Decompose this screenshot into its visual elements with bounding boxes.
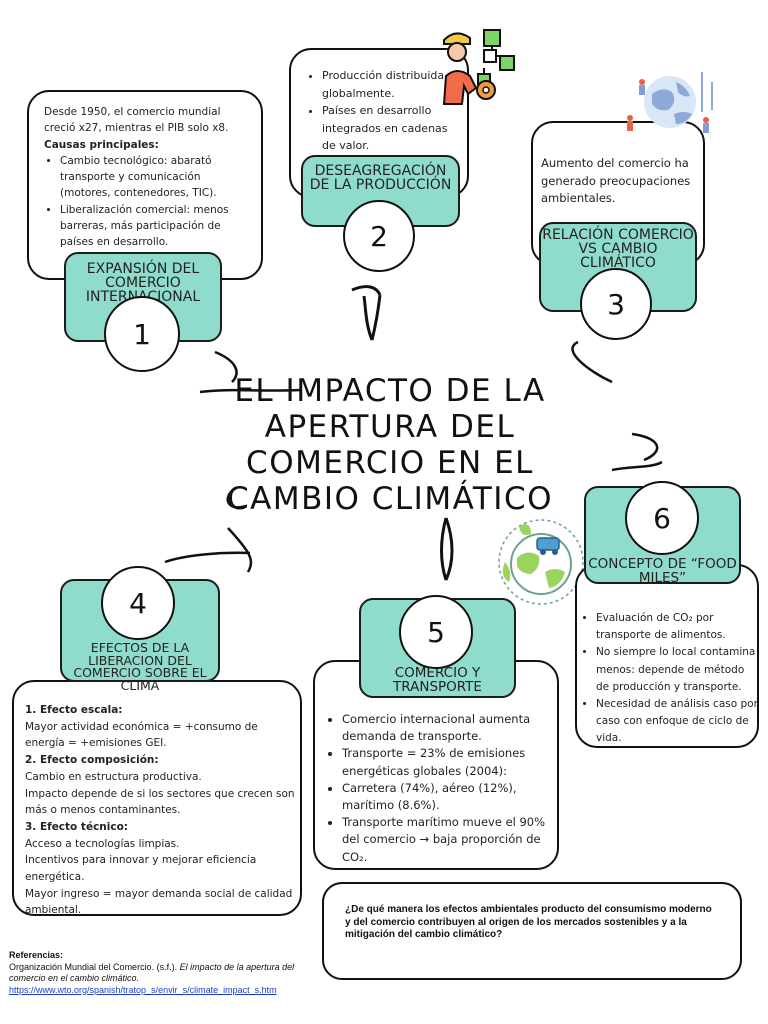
- references-author: Organización Mundial del Comercio. (s.f.…: [9, 961, 178, 972]
- section-4-number: 4: [101, 566, 175, 640]
- section-4-item-line: Mayor actividad económica = +consumo de …: [25, 720, 258, 750]
- section-6-bullet: Necesidad de análisis caso por caso con …: [596, 696, 758, 748]
- section-3-heading: RELACIÓN COMERCIO VS CAMBIO CLIMÁTICO: [542, 227, 694, 271]
- section-4-item-line: Acceso a tecnologías limpias.: [25, 837, 180, 850]
- section-2-number: 2: [343, 200, 415, 272]
- question-box: [322, 882, 742, 980]
- question-text: ¿De qué manera los efectos ambientales p…: [345, 904, 712, 940]
- section-5-bullet: Carretera (74%), aéreo (12%), marítimo (…: [342, 780, 554, 814]
- section-6-text: Evaluación de CO₂ por transporte de alim…: [580, 610, 758, 748]
- section-1-bullet: Liberalización comercial: menos barreras…: [60, 202, 252, 251]
- section-3-intro: Aumento del comercio ha generado preocup…: [541, 156, 691, 205]
- section-4-heading: EFECTOS DE LA LIBERACION DEL COMERCIO SO…: [73, 640, 207, 693]
- section-2-heading: DESEAGREGACIÓN DE LA PRODUCCIÓN: [309, 163, 452, 193]
- section-5-bullet: Comercio internacional aumenta demanda d…: [342, 711, 554, 745]
- section-5-bullet: Transporte marítimo mueve el 90% del com…: [342, 814, 554, 861]
- section-5-text: Comercio internacional aumenta demanda d…: [326, 711, 554, 861]
- section-5-bullet: Transporte = 23% de emisiones energética…: [342, 745, 554, 779]
- section-4-item-line: Cambio en estructura productiva.: [25, 770, 202, 783]
- main-title: EL IMPACTO DE LA APERTURA DEL COMERCIO E…: [227, 373, 553, 517]
- references-label: Referencias:: [9, 950, 64, 960]
- section-6-bullet: No siempre lo local contamina menos: dep…: [596, 644, 758, 696]
- section-2-bullet: Producción distribuida globalmente.: [322, 67, 464, 102]
- references-work: El impacto de la apertura del comercio e…: [9, 961, 295, 984]
- section-1-text: Desde 1950, el comercio mundial creció x…: [44, 104, 252, 251]
- section-4-item-label: 1. Efecto escala:: [25, 704, 123, 716]
- globe-people-icon: [627, 72, 713, 133]
- section-4-item-line: Mayor ingreso = mayor demanda social de …: [25, 887, 293, 917]
- section-4-text: 1. Efecto escala: Mayor actividad económ…: [25, 702, 297, 919]
- eco-globe-icon: [498, 519, 584, 605]
- section-5-number: 5: [399, 595, 473, 669]
- section-4-item-line: Incentivos para innovar y mejorar eficie…: [25, 854, 257, 884]
- engineer-flowchart-icon: [442, 29, 515, 105]
- section-4-card: [12, 680, 302, 916]
- section-1-intro: Desde 1950, el comercio mundial creció x…: [44, 106, 229, 135]
- section-4-item-line: Impacto depende de si los sectores que c…: [25, 787, 295, 817]
- references: Referencias: Organización Mundial del Co…: [9, 950, 314, 996]
- references-link[interactable]: https://www.wto.org/spanish/tratop_s/env…: [9, 984, 277, 995]
- section-6-number: 6: [625, 481, 699, 555]
- section-6-bullet: Evaluación de CO₂ por transporte de alim…: [596, 610, 758, 644]
- section-1-subheading: Causas principales:: [44, 138, 159, 151]
- section-4-item-label: 3. Efecto técnico:: [25, 820, 129, 833]
- section-2-text: Producción distribuida globalmente. País…: [306, 67, 464, 155]
- section-1-number: 1: [104, 296, 180, 372]
- section-2-bullet: Países en desarrollo integrados en caden…: [322, 102, 464, 155]
- section-4-item-label: 2. Efecto composición:: [25, 754, 159, 767]
- section-1-card: [27, 90, 263, 280]
- section-6-heading: CONCEPTO DE “FOOD MILES”: [588, 556, 737, 586]
- section-5-heading: COMERCIO Y TRANSPORTE: [393, 665, 482, 695]
- section-1-bullet: Cambio tecnológico: abarató transporte y…: [60, 153, 252, 202]
- section-3-number: 3: [580, 268, 652, 340]
- section-3-text: Aumento del comercio ha generado preocup…: [541, 155, 697, 208]
